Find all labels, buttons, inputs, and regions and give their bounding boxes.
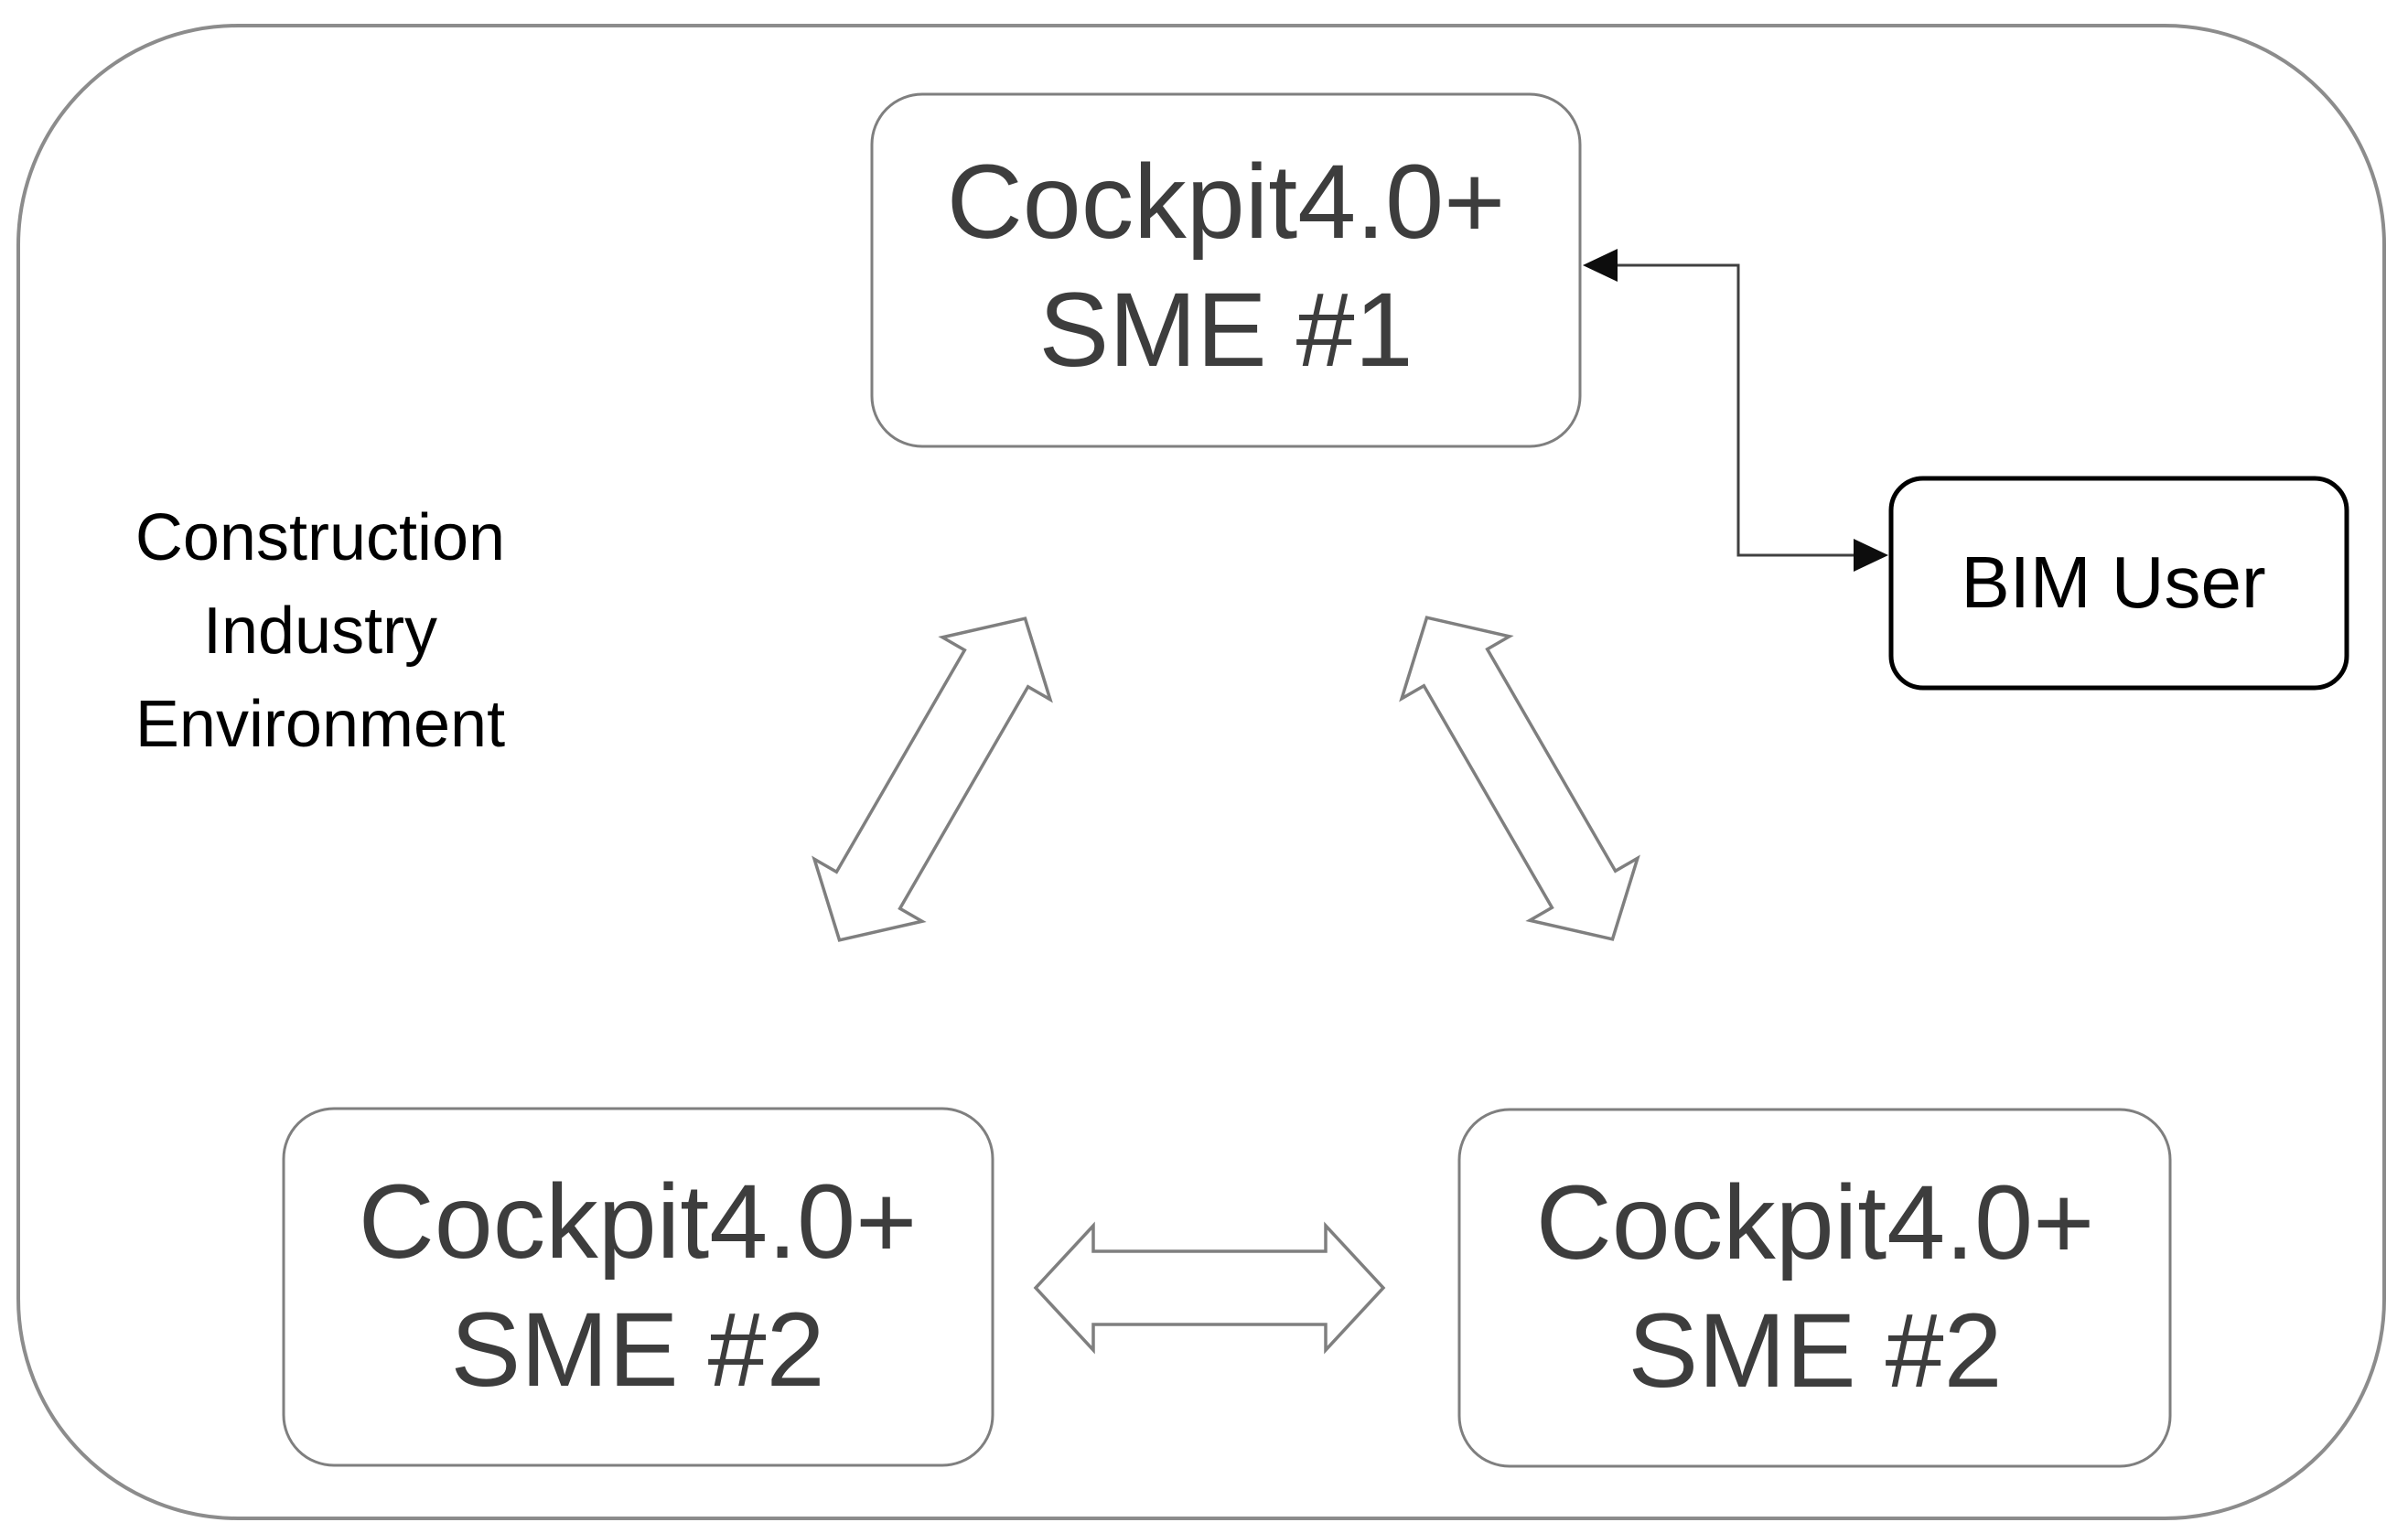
node-sme2-right-label-line1: Cockpit4.0+ xyxy=(1536,1164,2095,1281)
connector-sme1-bimuser-line xyxy=(1594,263,1881,557)
node-bim-user: BIM User xyxy=(1888,476,2349,691)
node-sme1-box xyxy=(870,92,1582,448)
environment-label-line2: Industry xyxy=(203,595,437,668)
double-arrow-sme1-sme2left-icon xyxy=(812,616,1053,942)
environment-label: Construction Industry Environment xyxy=(135,501,505,761)
node-sme2-left-label-line2: SME #2 xyxy=(450,1292,824,1409)
node-sme2-left-label-line1: Cockpit4.0+ xyxy=(359,1163,918,1281)
node-sme2-left: Cockpit4.0+ SME #2 xyxy=(282,1107,994,1467)
node-sme2-left-box xyxy=(282,1107,994,1467)
connector-sme1-bimuser xyxy=(1583,249,1888,572)
environment-label-line3: Environment xyxy=(135,688,505,761)
node-bim-user-label: BIM User xyxy=(1961,541,2265,623)
node-sme1-label-line1: Cockpit4.0+ xyxy=(947,144,1506,261)
node-sme1: Cockpit4.0+ SME #1 xyxy=(870,92,1582,448)
node-sme2-right-label-line2: SME #2 xyxy=(1628,1292,2002,1410)
connector-arrowhead-into-bimuser-icon xyxy=(1854,539,1888,572)
connector-arrowhead-into-sme1-icon xyxy=(1583,249,1618,282)
double-arrow-sme1-sme2right-icon xyxy=(1399,616,1640,941)
node-sme2-right: Cockpit4.0+ SME #2 xyxy=(1457,1108,2172,1468)
node-sme2-right-box xyxy=(1457,1108,2172,1468)
node-sme1-label-line2: SME #1 xyxy=(1038,272,1413,389)
double-arrow-sme2left-sme2right-icon xyxy=(1033,1221,1386,1355)
node-bim-user-box xyxy=(1888,476,2349,691)
environment-label-line1: Construction xyxy=(135,501,505,574)
